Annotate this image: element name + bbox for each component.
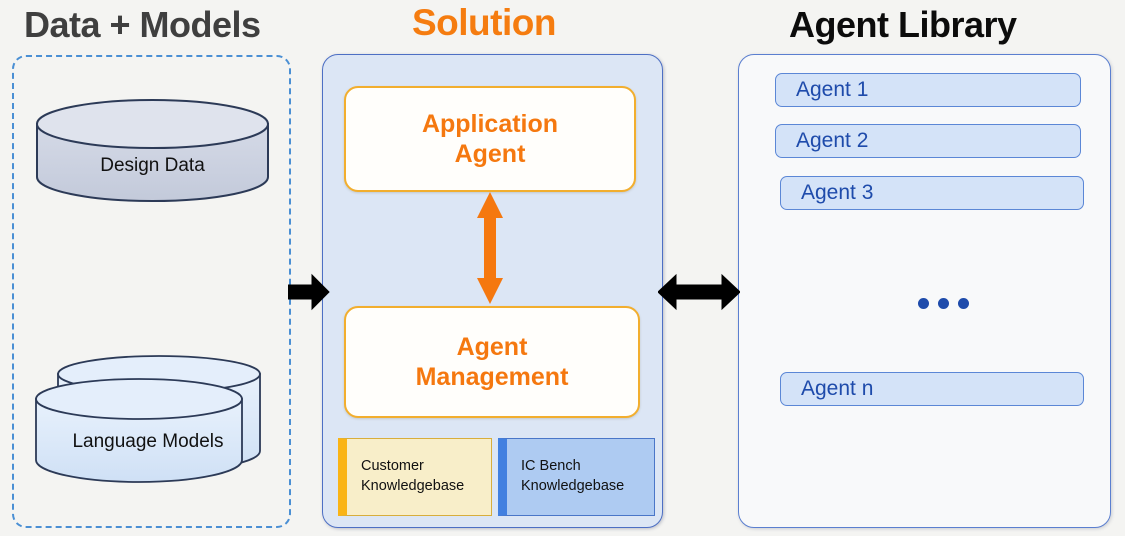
- label-line-1: IC Bench: [521, 458, 581, 475]
- agent-library-item-n[interactable]: Agent n: [780, 372, 1084, 406]
- agent-library-item-3[interactable]: Agent 3: [780, 176, 1084, 210]
- agent-library-item-1[interactable]: Agent 1: [775, 73, 1081, 107]
- box-application-agent-label: Application Agent: [422, 109, 558, 170]
- agent-library-item-2[interactable]: Agent 2: [775, 124, 1081, 158]
- label-line-1: Customer: [361, 458, 424, 475]
- agent-item-label: Agent 3: [801, 181, 874, 204]
- box-agent-management[interactable]: Agent Management: [344, 306, 640, 418]
- knowledgebase-customer[interactable]: Customer Knowledgebase: [338, 438, 492, 516]
- ellipsis-dots-icon: [918, 298, 969, 309]
- agent-item-label: Agent 1: [796, 78, 869, 101]
- dot-1: [918, 298, 929, 309]
- data-store-label: Language Models: [72, 431, 224, 452]
- label-line-1: Application: [421, 109, 559, 138]
- box-application-agent[interactable]: Application Agent: [344, 86, 636, 192]
- box-agent-management-label: Agent Management: [416, 332, 569, 393]
- stacked-cylinder-icon: [35, 355, 261, 483]
- data-store-design-data: Design Data: [35, 98, 270, 203]
- label-line-2: Agent: [454, 140, 526, 168]
- knowledgebase-customer-label: Customer Knowledgebase: [361, 457, 464, 496]
- data-store-language-models: Language Models: [32, 355, 280, 485]
- arrow-right-icon: [288, 273, 330, 311]
- column-title-agent-library: Agent Library: [789, 4, 1017, 45]
- dot-2: [938, 298, 949, 309]
- arrow-left-right-icon: [658, 273, 740, 311]
- label-line-1: Agent: [456, 332, 528, 361]
- data-store-label: Design Data: [100, 155, 205, 176]
- knowledgebase-ic-bench-label: IC Bench Knowledgebase: [521, 457, 624, 496]
- label-line-2: Knowledgebase: [361, 478, 465, 494]
- column-title-data-models: Data + Models: [24, 4, 261, 45]
- knowledgebase-ic-bench[interactable]: IC Bench Knowledgebase: [498, 438, 655, 516]
- cylinder-icon: [36, 99, 269, 202]
- arrow-up-down-icon: [477, 192, 503, 304]
- agent-item-label: Agent n: [801, 377, 874, 400]
- label-line-2: Knowledgebase: [521, 478, 625, 494]
- label-line-2: Management: [415, 363, 569, 391]
- agent-item-label: Agent 2: [796, 129, 869, 152]
- dot-3: [958, 298, 969, 309]
- column-title-solution: Solution: [412, 2, 556, 43]
